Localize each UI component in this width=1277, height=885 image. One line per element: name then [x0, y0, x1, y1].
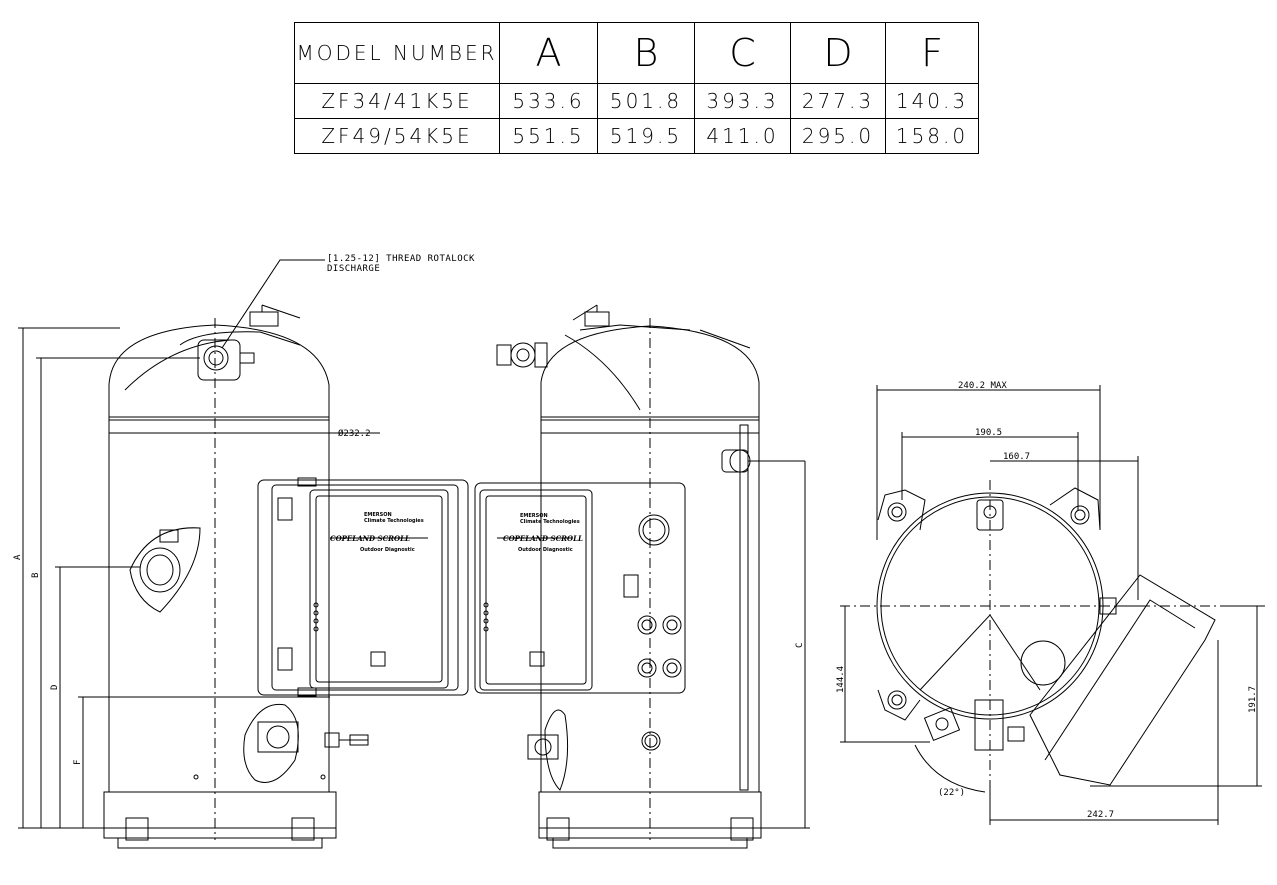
front-brand: EMERSON — [364, 512, 392, 518]
table-row: ZF34/41K5E 533.6 501.8 393.3 277.3 140.3 — [294, 83, 979, 119]
side-brand: EMERSON — [520, 513, 548, 519]
top-view — [840, 385, 1265, 825]
dim-d-label: D — [50, 685, 60, 690]
side-view — [496, 304, 810, 849]
top-terminal-box — [1029, 574, 1216, 786]
callout-line-2: DISCHARGE — [327, 264, 381, 274]
header-b: B — [597, 22, 695, 84]
callout-line-1: [1.25-12] THREAD ROTALOCK — [327, 254, 475, 264]
dim-242: 242.7 — [1087, 810, 1114, 820]
dim-190: 190.5 — [975, 428, 1002, 438]
dim-144: 144.4 — [836, 666, 846, 693]
front-view — [18, 259, 380, 849]
front-product: COPELAND SCROLL — [330, 534, 410, 543]
header-a: A — [499, 22, 598, 84]
cell-d: 277.3 — [790, 83, 886, 119]
cell-d: 295.0 — [790, 118, 886, 154]
side-product-sub: Outdoor Diagnostic — [518, 547, 573, 553]
dim-160: 160.7 — [1003, 452, 1030, 462]
front-product-sub: Outdoor Diagnostic — [360, 547, 415, 553]
front-brand-sub: Climate Technologies — [364, 518, 424, 524]
cell-f: 140.3 — [885, 83, 979, 119]
terminal-box-cover — [309, 489, 449, 689]
dim-a-label: A — [13, 554, 23, 560]
side-terminal-box — [474, 482, 686, 694]
front-terminal-box — [257, 477, 469, 697]
dim-191: 191.7 — [1248, 686, 1258, 713]
header-model-number: MODEL NUMBER — [294, 22, 500, 84]
cell-b: 501.8 — [597, 83, 695, 119]
cell-model: ZF49/54K5E — [294, 118, 500, 154]
model-dimension-table: MODEL NUMBER A B C D F ZF34/41K5E 533.6 … — [294, 22, 979, 154]
callout-leader — [221, 259, 325, 349]
side-product: COPELAND SCROLL — [503, 534, 583, 543]
cell-model: ZF34/41K5E — [294, 83, 500, 119]
dim-b-label: B — [31, 573, 41, 578]
dim-angle: (22°) — [938, 788, 965, 798]
dim-f-label: F — [73, 760, 83, 765]
front-dome — [108, 324, 330, 421]
dim-max-width: 240.2 MAX — [958, 381, 1007, 391]
front-shell — [108, 419, 330, 793]
header-f: F — [885, 22, 979, 84]
table-row: ZF49/54K5E 551.5 519.5 411.0 295.0 158.0 — [294, 118, 979, 154]
side-terminal-cover — [479, 489, 593, 691]
cell-c: 411.0 — [694, 118, 791, 154]
discharge-callout: [1.25-12] THREAD ROTALOCK DISCHARGE — [327, 254, 475, 274]
cell-b: 519.5 — [597, 118, 695, 154]
side-brand-sub: Climate Technologies — [520, 519, 580, 525]
cell-f: 158.0 — [885, 118, 979, 154]
diameter-label: Ø232.2 — [338, 428, 371, 439]
cell-c: 393.3 — [694, 83, 791, 119]
dim-c-label: C — [795, 643, 805, 648]
cell-a: 551.5 — [499, 118, 598, 154]
